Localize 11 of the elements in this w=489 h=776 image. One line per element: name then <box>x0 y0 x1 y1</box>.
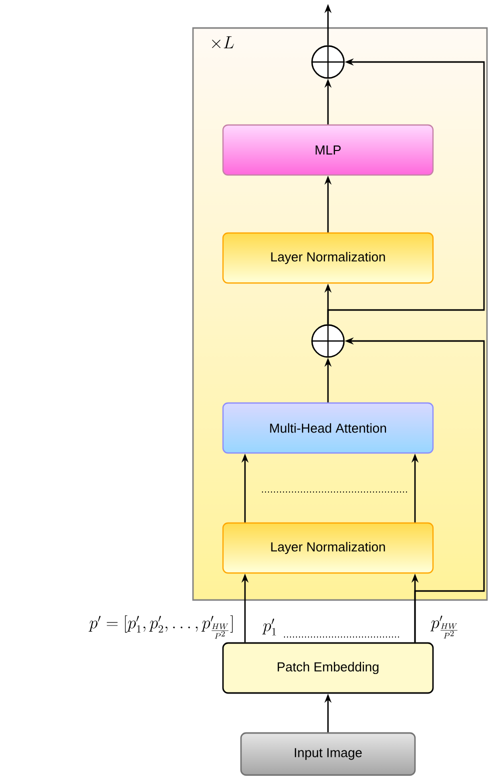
formula-label: $p' = [p'_1, p'_2, \ldots, p'_{\frac{HW}{P^2}}]$ <box>88 615 233 639</box>
attention-box: Multi-Head Attention <box>222 402 434 454</box>
edge-label: $p'_{\frac{HW}{P^2}}$ <box>430 614 460 640</box>
sum-circle <box>311 324 345 358</box>
input-box: Input Image <box>240 732 416 776</box>
mlp-box: MLP <box>222 124 434 176</box>
embedding-box: Patch Embedding <box>222 642 434 694</box>
layer-norm-box: Layer Normalization <box>222 522 434 574</box>
sum-circle <box>311 45 345 79</box>
edge-label: $p'_1$ <box>262 618 278 636</box>
layer-norm-box: Layer Normalization <box>222 232 434 284</box>
